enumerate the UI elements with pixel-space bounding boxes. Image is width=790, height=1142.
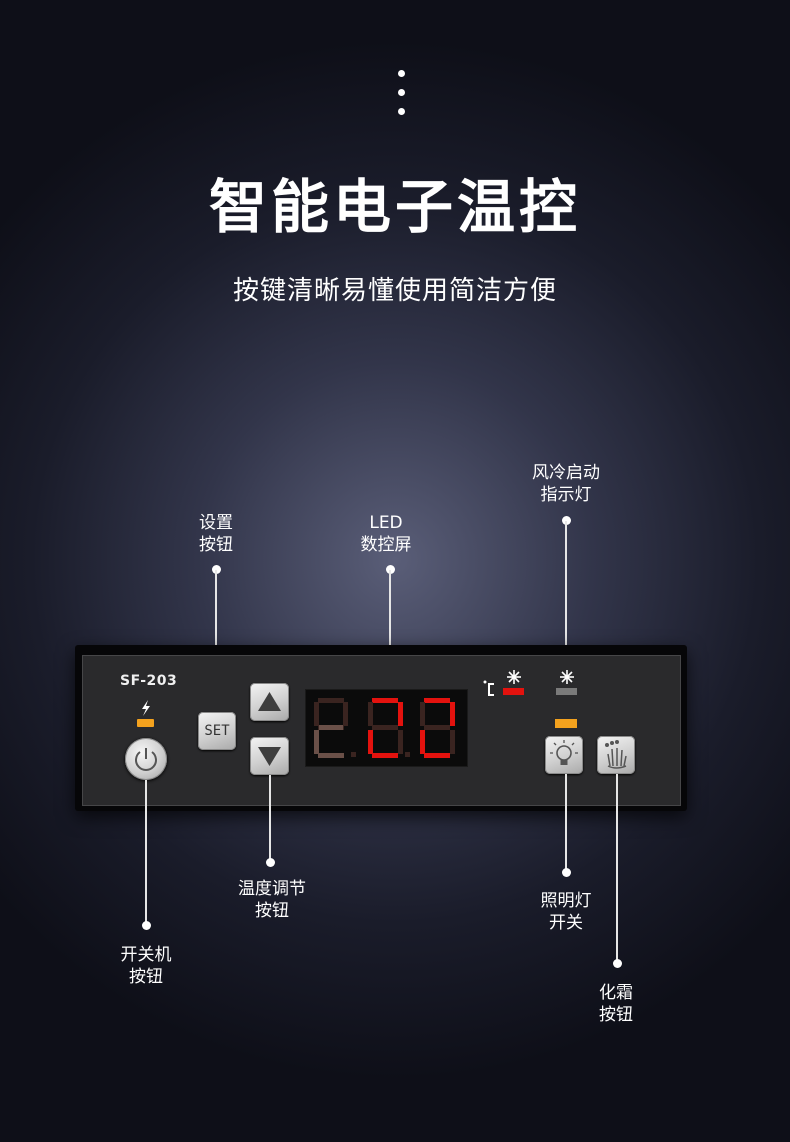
callout-set-line (215, 570, 217, 712)
callout-fan: 风冷启动 指示灯 (532, 463, 600, 505)
temp-up-button[interactable] (250, 683, 289, 721)
snowflake-icon (507, 670, 521, 687)
seven-segment-digits (314, 698, 455, 758)
cooling-indicator (503, 688, 524, 695)
callout-light-dot (562, 868, 571, 877)
page-title: 智能电子温控 (208, 173, 581, 241)
power-button[interactable] (125, 738, 167, 780)
callout-fan-line (565, 521, 567, 671)
callout-temp-dot (266, 858, 275, 867)
callout-light: 照明灯 开关 (540, 891, 592, 933)
callout-temp-line (269, 775, 271, 863)
power-icon (135, 748, 157, 771)
callout-power-dot (142, 921, 151, 930)
unit-label (482, 678, 496, 702)
callout-defrost: 化霜 按钮 (599, 983, 633, 1025)
power-indicator-led (137, 719, 154, 727)
callout-fan-dot (562, 516, 571, 525)
model-label: SF-203 (120, 673, 178, 689)
callout-light-line (565, 774, 567, 872)
callout-led-line (389, 570, 391, 689)
fan-indicator (556, 688, 577, 695)
arrow-up-icon (258, 692, 281, 711)
callout-power-line (145, 780, 147, 925)
callout-led: LED 数控屏 (360, 513, 412, 555)
callout-led-dot (386, 565, 395, 574)
celsius-icon (483, 680, 494, 696)
callout-set: 设置 按钮 (199, 513, 233, 555)
callout-defrost-dot (613, 959, 622, 968)
set-button[interactable]: SET (198, 712, 236, 750)
arrow-down-icon (258, 747, 281, 766)
callout-set-dot (212, 565, 221, 574)
temp-down-button[interactable] (250, 737, 289, 775)
led-display (305, 689, 468, 767)
light-button[interactable] (545, 736, 583, 774)
callout-power: 开关机 按钮 (120, 945, 172, 987)
light-indicator-led (555, 719, 577, 728)
callout-defrost-line (616, 774, 618, 963)
fan-snowflake-icon (560, 670, 574, 687)
page-subtitle: 按键清晰易懂使用简洁方便 (232, 276, 557, 306)
lightbulb-icon (550, 740, 578, 765)
defrost-hand-icon (605, 740, 627, 769)
callout-temp: 温度调节 按钮 (238, 879, 306, 921)
decorative-dots (398, 70, 406, 127)
defrost-button[interactable] (597, 736, 635, 774)
lightning-icon (139, 700, 153, 719)
